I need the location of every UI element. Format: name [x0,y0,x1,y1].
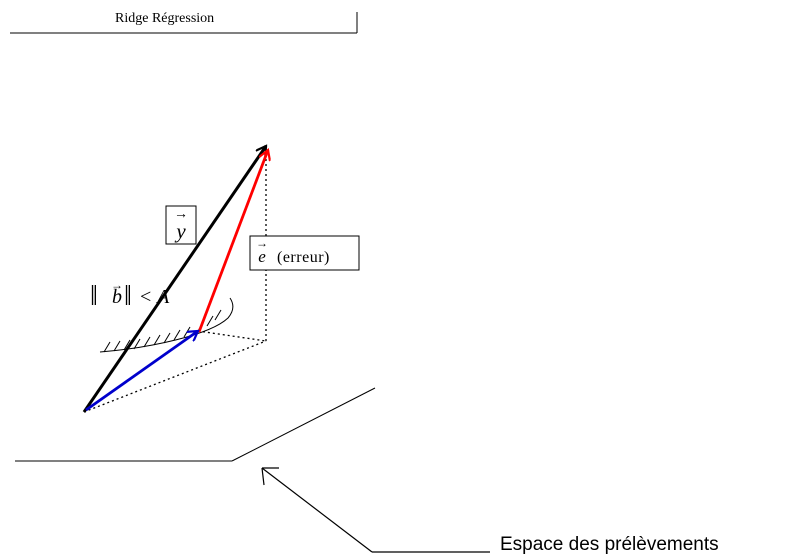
title-bracket [10,12,358,34]
vector-b-arrow-mark: → [111,278,123,292]
norm-left-bar: ‖ [90,281,98,312]
norm-right-bar: ‖ [124,281,132,312]
constraint-bound: A [155,286,170,308]
vector-e-arrow-mark: → [256,236,268,250]
vector-b-symbol: b [112,286,122,308]
constraint-relation: < [140,286,151,308]
vector-e-symbol: e [258,247,266,266]
vector-y-symbol: y [174,219,186,243]
constraint-boundary-arc [99,297,234,353]
vector-y-arrow [82,146,268,413]
vector-e-arrow [197,150,268,333]
norm-constraint-label: ‖ → b ‖ < A [90,278,170,312]
plane-pointer-arrow [261,467,490,553]
vector-e-caption: (erreur) [277,249,330,266]
vector-e-label: → e (erreur) [249,235,360,271]
sample-space-plane [15,387,376,462]
sample-space-label: Espace des prélèvements [500,534,719,555]
vector-y-label: → y [165,205,197,245]
diagram-title: Ridge Régression [115,11,215,26]
vector-y-arrow-mark: → [174,207,188,222]
vector-b-arrow [85,331,198,412]
